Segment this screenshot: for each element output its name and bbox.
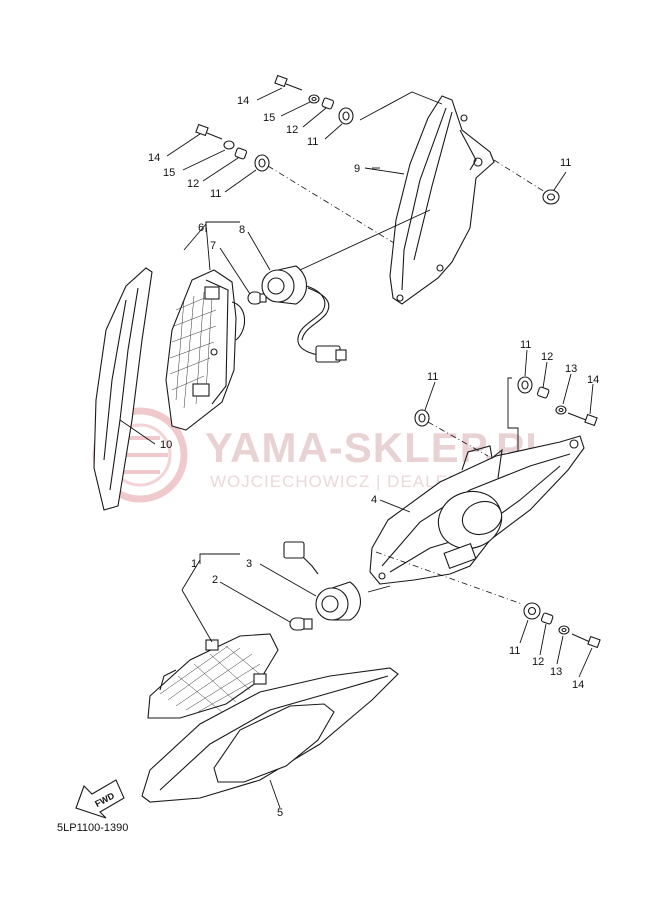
grommet-11-mid [254,154,270,172]
callout-14: 14 [587,374,599,386]
callout-4: 4 [371,494,377,506]
callouts: 14 15 12 11 14 15 12 11 9 11 6 8 7 10 11… [148,95,599,819]
bracket-9 [389,95,495,305]
callout-12: 12 [541,351,553,363]
grommet-11-left-mid [414,409,430,427]
callout-11: 11 [210,188,221,200]
callout-15: 15 [263,112,275,124]
callout-11: 11 [427,371,438,383]
leader-lines [119,87,594,809]
socket-3-lower [283,541,362,621]
flasher-assy-6-upper [165,269,246,431]
bolt-set-right-lower [523,602,601,649]
callout-6: 6 [198,222,204,234]
washer-15-mid [223,140,235,150]
lens-5-lower [141,667,399,803]
callout-1: 1 [191,558,197,570]
callout-11: 11 [307,136,318,148]
callout-13: 13 [550,666,562,678]
callout-8: 8 [239,224,245,236]
callout-12: 12 [286,124,298,136]
callout-11: 11 [509,645,520,657]
callout-10: 10 [160,439,172,451]
bolt-14-mid [195,123,223,140]
callout-11: 11 [560,157,571,169]
grommet-11-right [542,189,560,205]
bulb-7-upper [247,291,267,305]
callout-11: 11 [520,339,531,351]
grommet-11-lower [523,602,541,620]
callout-12: 12 [187,178,199,190]
callout-2: 2 [212,574,218,586]
collar-12-upper [321,97,335,110]
callout-12: 12 [532,656,544,668]
housing-4 [369,435,585,585]
diagram-code: 5LP1100-1390 [57,822,128,834]
callout-14: 14 [572,679,584,691]
callout-3: 3 [246,558,252,570]
callout-15: 15 [163,167,175,179]
callout-14: 14 [237,95,249,107]
socket-8-upper [261,265,347,363]
callout-7: 7 [210,240,216,252]
callout-13: 13 [565,363,577,375]
washer-15-upper [308,94,320,104]
lens-10-upper [93,267,153,511]
callout-9: 9 [354,163,360,175]
bolt-set-right-upper [414,376,598,427]
callout-14: 14 [148,152,160,164]
collar-12-mid [234,147,248,160]
grommet-11-upper-right [517,376,533,394]
callout-5: 5 [277,807,283,819]
fwd-arrow-icon: FWD [75,779,125,819]
bolt-14-upper [274,74,303,91]
grommet-11-upper [338,107,354,125]
bulb-2-lower [289,617,313,631]
flasher-assy-1-lower [147,633,279,719]
